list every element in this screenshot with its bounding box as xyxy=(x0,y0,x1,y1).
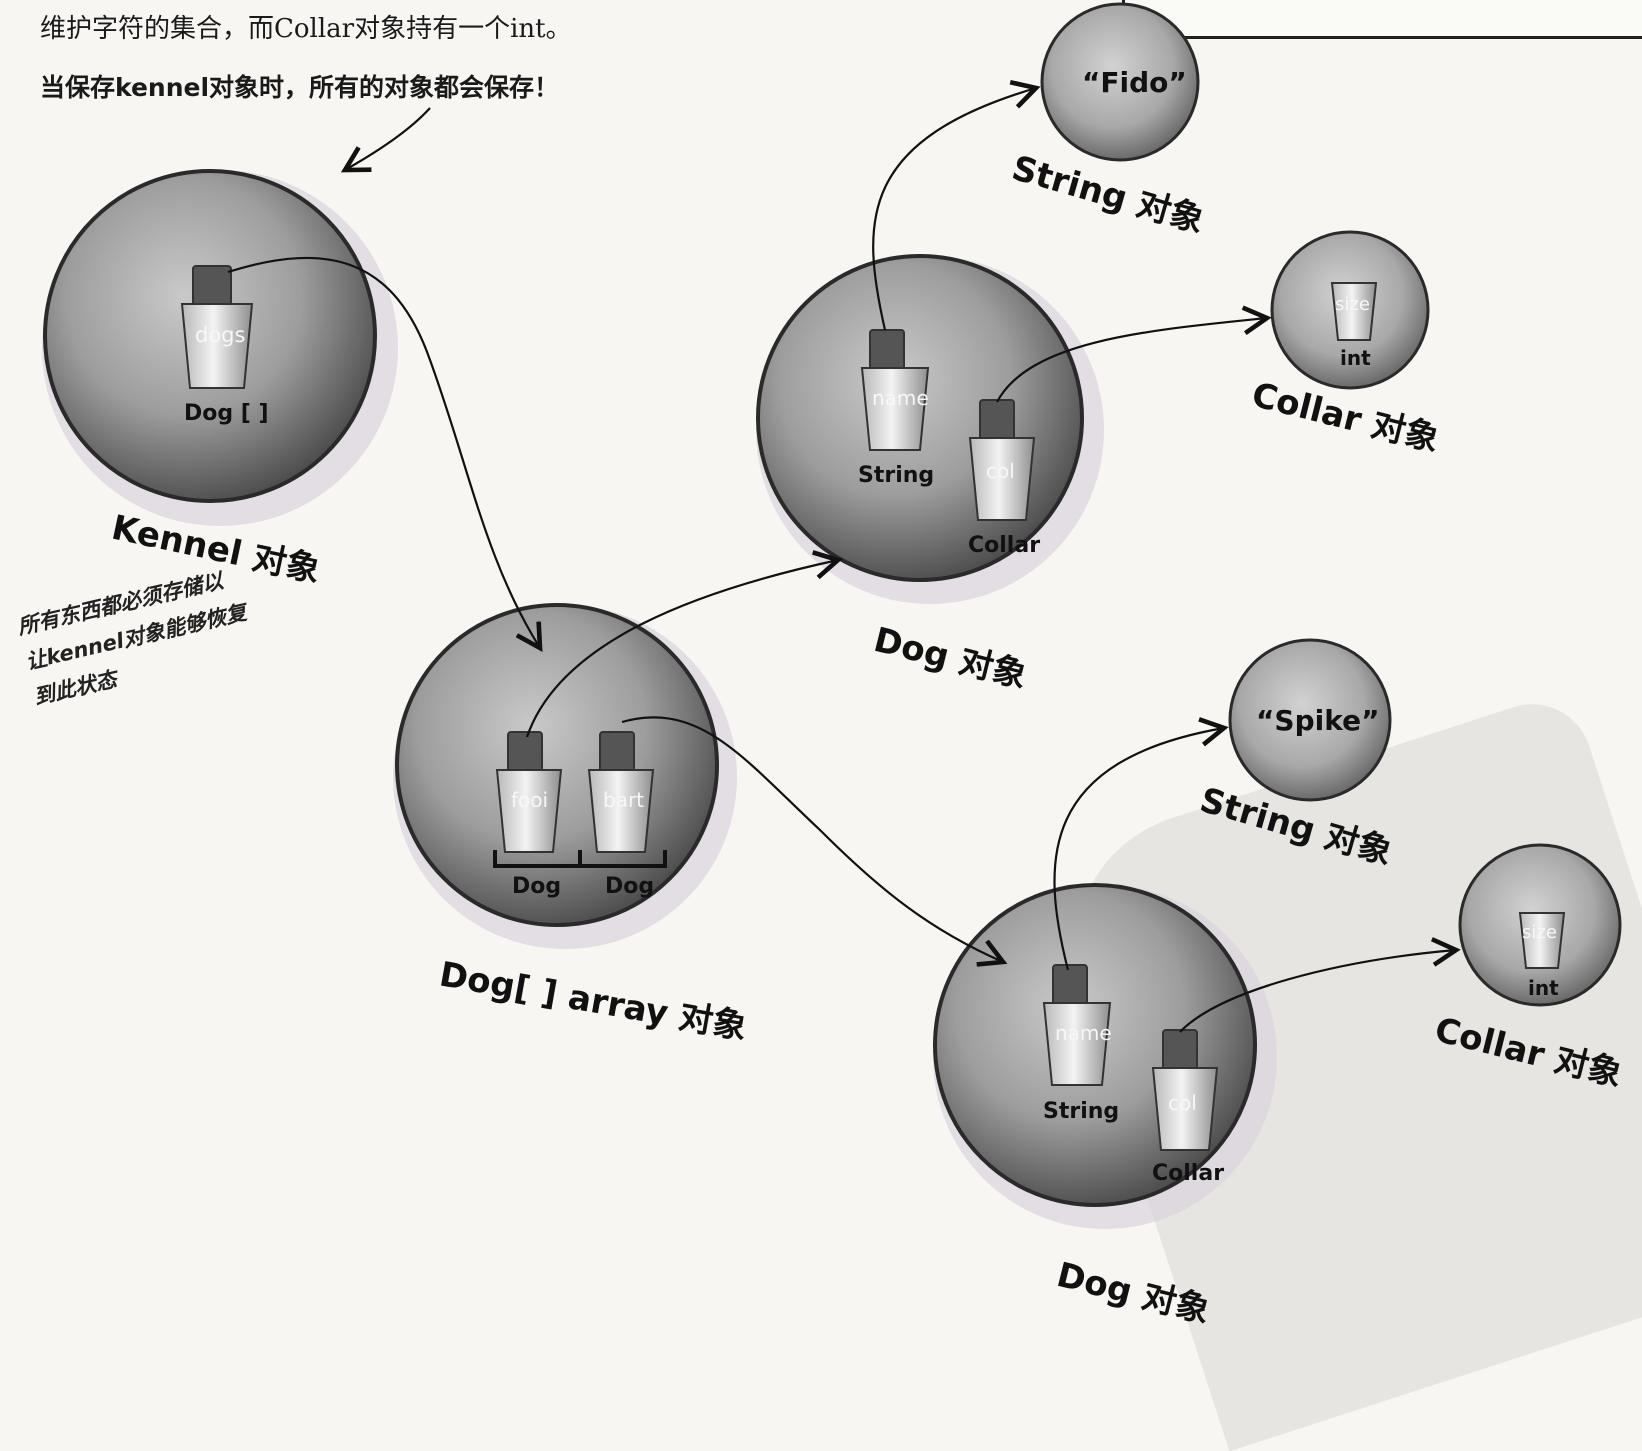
dog2-name-var: name xyxy=(1055,1021,1112,1045)
arrow-note-to-kennel xyxy=(340,107,431,173)
dog2-name-cup xyxy=(1042,964,1112,1086)
string-object-fido xyxy=(1040,2,1200,162)
dog-array-label: Dog[ ] array 对象 xyxy=(436,954,749,1047)
kennel-var-type: Dog [ ] xyxy=(184,401,269,426)
save-note: 当保存kennel对象时，所有的对象都会保存！ xyxy=(40,73,560,102)
dog2-col-var: col xyxy=(1168,1091,1197,1115)
foo-cup xyxy=(495,731,563,853)
dog1-col-var: col xyxy=(986,459,1015,483)
dog1-name-cup xyxy=(860,329,930,451)
dog2-col-cup xyxy=(1151,1029,1219,1151)
arrow-dog1-col-to-collar1 xyxy=(996,305,1272,403)
string-spike-value: “Spike” xyxy=(1256,704,1379,737)
dog1-name-var: name xyxy=(872,386,929,410)
bart-cup xyxy=(587,731,655,853)
array-slot2-name: bart xyxy=(603,788,644,812)
dogs-cup xyxy=(180,265,254,389)
dog1-name-type: String xyxy=(858,463,934,488)
variable-cups xyxy=(180,265,1566,1151)
dog2-col-type: Collar xyxy=(1152,1161,1224,1186)
array-bracket xyxy=(493,850,667,868)
intro-text: 维护字符的集合，而Collar对象持有一个int。 xyxy=(40,14,572,44)
arrow-dog2-col-to-collar2 xyxy=(1179,937,1461,1033)
collar2-size-cup xyxy=(1518,912,1566,969)
arrow-bart-to-dog2 xyxy=(621,716,1008,967)
collar2-var-name: size xyxy=(1522,922,1557,943)
array-slot2-type: Dog xyxy=(605,874,654,899)
dog1-col-type: Collar xyxy=(968,533,1040,558)
arrow-dog2-name-to-spike xyxy=(1053,717,1229,971)
dog2-label: Dog 对象 xyxy=(1053,1255,1214,1330)
array-slot1-type: Dog xyxy=(512,874,561,899)
collar1-size-cup xyxy=(1330,282,1378,341)
arrow-foo-to-dog1 xyxy=(525,550,843,738)
kennel-var-name: dogs xyxy=(195,323,245,347)
string-fido-value: “Fido” xyxy=(1082,66,1187,99)
dog1-col-cup xyxy=(968,399,1036,521)
arrow-dog1-name-to-fido xyxy=(872,79,1041,331)
arrow-dogs-to-array xyxy=(227,256,543,653)
object-graph-diagram: dogs Dog [ ] fooi bart Dog Dog name Stri… xyxy=(42,2,1626,1330)
collar1-var-type: int xyxy=(1340,346,1371,370)
collar2-label: Collar 对象 xyxy=(1431,1010,1626,1095)
string-object-spike xyxy=(1228,638,1392,802)
array-slot1-name: fooi xyxy=(511,788,548,812)
dog1-label: Dog 对象 xyxy=(870,620,1031,696)
collar1-var-name: size xyxy=(1335,294,1370,315)
dog2-name-type: String xyxy=(1043,1099,1119,1124)
callout-box-edge xyxy=(1122,0,1642,39)
collar2-var-type: int xyxy=(1528,976,1559,1000)
string-fido-label: String 对象 xyxy=(1008,148,1209,241)
reference-arrows xyxy=(227,79,1461,1033)
